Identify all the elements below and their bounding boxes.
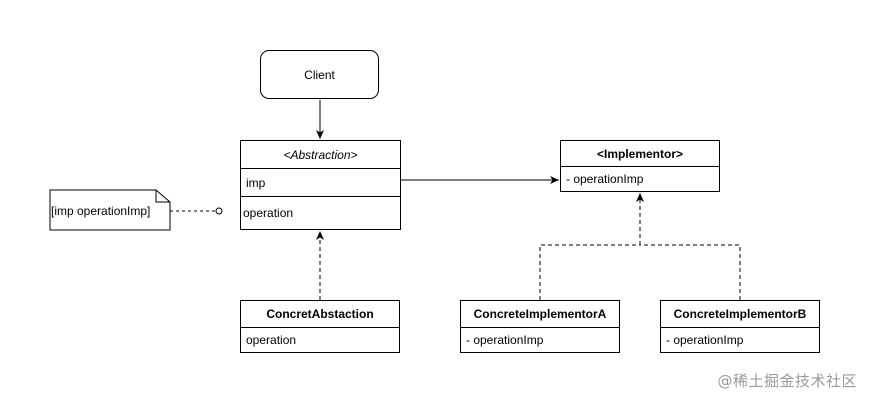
concrete-implementor-b-title: ConcreteImplementorB	[661, 301, 819, 328]
note-shape	[49, 189, 171, 231]
implementor-title: <Implementor>	[561, 141, 719, 167]
client-label: Client	[304, 67, 335, 82]
note-anchor-circle	[215, 207, 223, 215]
abstraction-title: <Abstraction>	[241, 141, 400, 169]
abstraction-field-imp: imp	[241, 169, 400, 197]
abstraction-class[interactable]: <Abstraction> imp operation	[240, 140, 401, 230]
concret-abstraction-method: operation	[246, 333, 297, 347]
client-node[interactable]: Client	[260, 50, 379, 99]
note-fold	[155, 190, 170, 203]
concrete-implementor-a-title: ConcreteImplementorA	[461, 301, 619, 328]
abstraction-method-operation: operation	[243, 206, 294, 220]
concrete-implementor-a-method: - operationImp	[466, 333, 544, 347]
concrete-implementor-a-class[interactable]: ConcreteImplementorA - operationImp	[460, 300, 620, 353]
implementor-class[interactable]: <Implementor> - operationImp	[560, 140, 720, 192]
concrete-implementor-b-method: - operationImp	[666, 333, 744, 347]
implementor-method: - operationImp	[566, 172, 644, 186]
note-text: [imp operationImp]	[51, 204, 151, 218]
implementor-b-to-implementor-edge	[640, 244, 741, 300]
concret-abstraction-title: ConcretAbstaction	[241, 301, 399, 328]
watermark-text: @稀土掘金技术社区	[717, 372, 857, 390]
concrete-implementor-b-class[interactable]: ConcreteImplementorB - operationImp	[660, 300, 820, 353]
implementor-a-to-implementor-edge	[539, 244, 640, 300]
concret-abstraction-class[interactable]: ConcretAbstaction operation	[240, 300, 400, 353]
